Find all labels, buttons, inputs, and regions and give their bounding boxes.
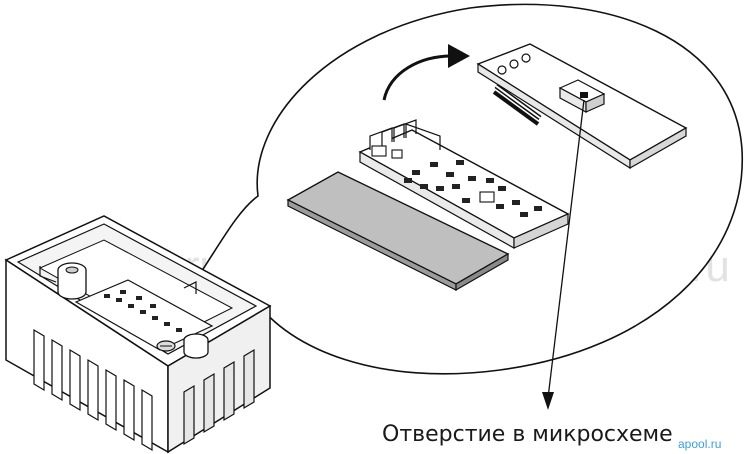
hole-caption: Отверстие в микросхеме bbox=[382, 422, 673, 447]
flipped-board bbox=[476, 43, 688, 170]
thermal-pad bbox=[286, 171, 510, 292]
rotate-arrow bbox=[382, 44, 470, 101]
pcb-board bbox=[358, 119, 570, 250]
device-housing bbox=[4, 215, 272, 454]
source-credit: apool.ru bbox=[678, 437, 722, 451]
hole-pointer-line bbox=[542, 99, 585, 410]
